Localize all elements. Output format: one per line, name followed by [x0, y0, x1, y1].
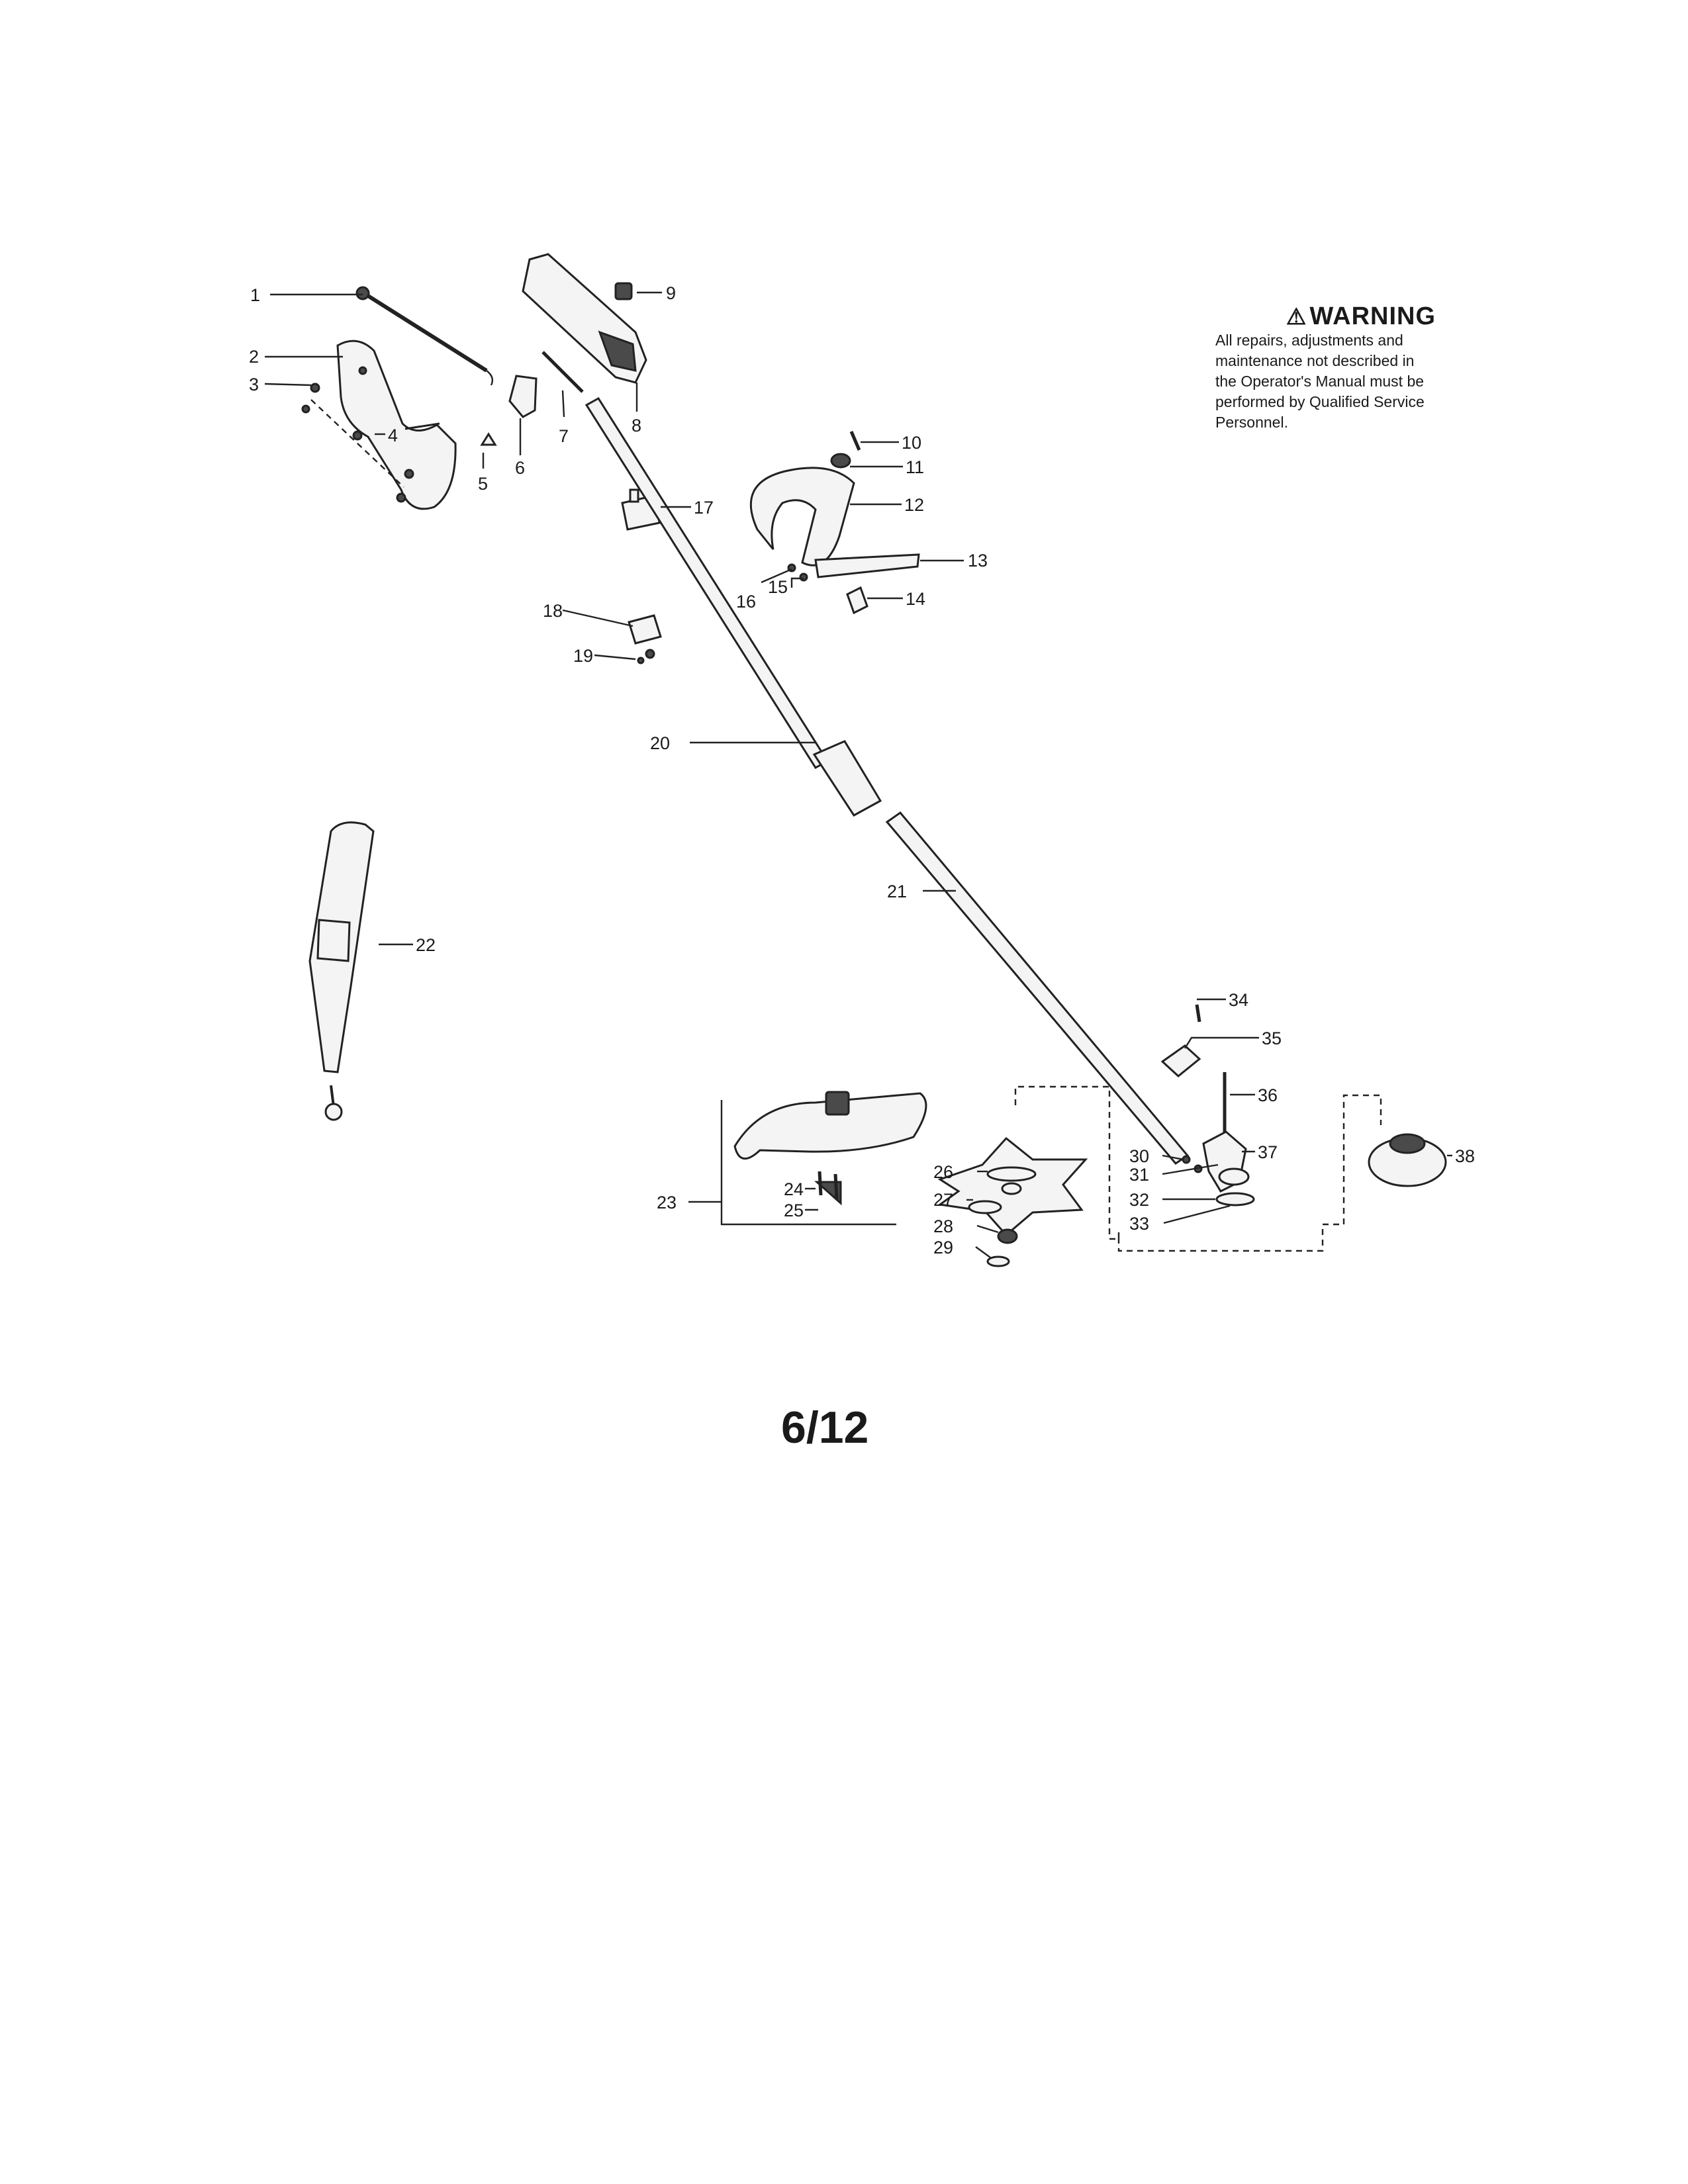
callout-17: 17 — [694, 498, 714, 518]
shoulder-harness — [308, 821, 375, 1121]
front-handle — [749, 467, 855, 567]
clamp-screw — [637, 649, 655, 664]
upper-shaft — [585, 397, 882, 817]
stop-switch — [614, 282, 633, 300]
throttle-cable — [355, 286, 494, 386]
blade-nut — [997, 1228, 1018, 1244]
callout-23: 23 — [657, 1193, 677, 1212]
warning-line: the Operator's Manual must be — [1215, 373, 1425, 390]
callout-18: 18 — [543, 601, 563, 621]
lower-shaft — [885, 811, 1190, 1165]
blade-adapter — [968, 1200, 1002, 1214]
warning-triangle-icon: ⚠ — [1286, 304, 1307, 330]
handle-bracket — [814, 553, 920, 578]
callout-16: 16 — [736, 592, 756, 612]
guard-kit-bracket — [720, 1100, 896, 1226]
gearbox — [1202, 1130, 1250, 1193]
warning-line: All repairs, adjustments and — [1215, 332, 1403, 349]
leader-lines — [264, 291, 1452, 1258]
warning-notice: ⚠WARNING All repairs, adjustments and ma… — [1215, 303, 1507, 433]
throttle-rod — [541, 351, 584, 393]
callout-7: 7 — [559, 426, 569, 446]
callout-24: 24 — [784, 1179, 804, 1199]
callout-36: 36 — [1258, 1085, 1278, 1105]
page-number: 6/12 — [781, 1402, 869, 1453]
warning-title: WARNING — [1309, 302, 1436, 330]
callout-4: 4 — [388, 426, 398, 445]
callout-11: 11 — [906, 457, 924, 477]
callout-30: 30 — [1129, 1146, 1149, 1166]
callout-35: 35 — [1262, 1028, 1282, 1048]
handle-housing — [522, 253, 647, 384]
callout-labels: 1 2 3 4 5 6 7 8 9 10 11 12 13 14 15 16 1… — [249, 283, 1475, 1257]
callout-5: 5 — [478, 474, 488, 494]
callout-32: 32 — [1129, 1190, 1149, 1210]
callout-14: 14 — [906, 589, 925, 609]
callout-12: 12 — [904, 495, 924, 515]
callout-34: 34 — [1229, 990, 1248, 1010]
callout-27: 27 — [933, 1190, 953, 1210]
callout-2: 2 — [249, 347, 259, 367]
callout-20: 20 — [650, 733, 670, 753]
bracket-nut — [846, 586, 868, 615]
callout-3: 3 — [249, 375, 259, 394]
trimmer-head — [1368, 1133, 1447, 1187]
blade-guard — [733, 1091, 927, 1160]
callout-8: 8 — [632, 416, 641, 435]
outer-washer — [986, 1255, 1010, 1267]
warning-text: All repairs, adjustments and maintenance… — [1215, 330, 1507, 433]
guard-screws — [818, 1171, 839, 1200]
callout-22: 22 — [416, 935, 436, 955]
warning-line: performed by Qualified Service — [1215, 393, 1425, 410]
callout-6: 6 — [515, 458, 525, 478]
gearbox-clamp — [1160, 1044, 1201, 1077]
shaft-bolt — [1195, 1004, 1201, 1023]
callout-13: 13 — [968, 551, 988, 570]
rear-handle — [336, 340, 457, 510]
blade — [937, 1136, 1088, 1237]
callout-19: 19 — [573, 646, 593, 666]
callout-15: 15 — [768, 577, 788, 597]
callout-1: 1 — [250, 285, 260, 305]
throttle-trigger — [508, 375, 538, 418]
spring-small — [480, 432, 497, 446]
callout-21: 21 — [887, 882, 907, 901]
callout-9: 9 — [666, 283, 676, 303]
callout-10: 10 — [902, 433, 921, 453]
lower-clamp — [628, 614, 662, 645]
blade-washer — [986, 1166, 1037, 1182]
arbor-plate — [1215, 1192, 1255, 1206]
handle-screws — [301, 383, 414, 503]
callout-29: 29 — [933, 1238, 953, 1257]
callout-33: 33 — [1129, 1214, 1149, 1234]
warning-line: maintenance not described in — [1215, 352, 1415, 369]
callout-26: 26 — [933, 1162, 953, 1182]
front-handle-bolt — [849, 431, 861, 451]
callout-25: 25 — [784, 1201, 804, 1220]
front-handle-knob — [830, 453, 851, 469]
callout-37: 37 — [1258, 1142, 1278, 1162]
warning-line: Personnel. — [1215, 414, 1288, 431]
callout-28: 28 — [933, 1216, 953, 1236]
callout-38: 38 — [1455, 1146, 1475, 1166]
warning-heading: ⚠WARNING — [1215, 303, 1507, 330]
callout-31: 31 — [1129, 1165, 1149, 1185]
assembly-dash-line — [1014, 1085, 1382, 1252]
